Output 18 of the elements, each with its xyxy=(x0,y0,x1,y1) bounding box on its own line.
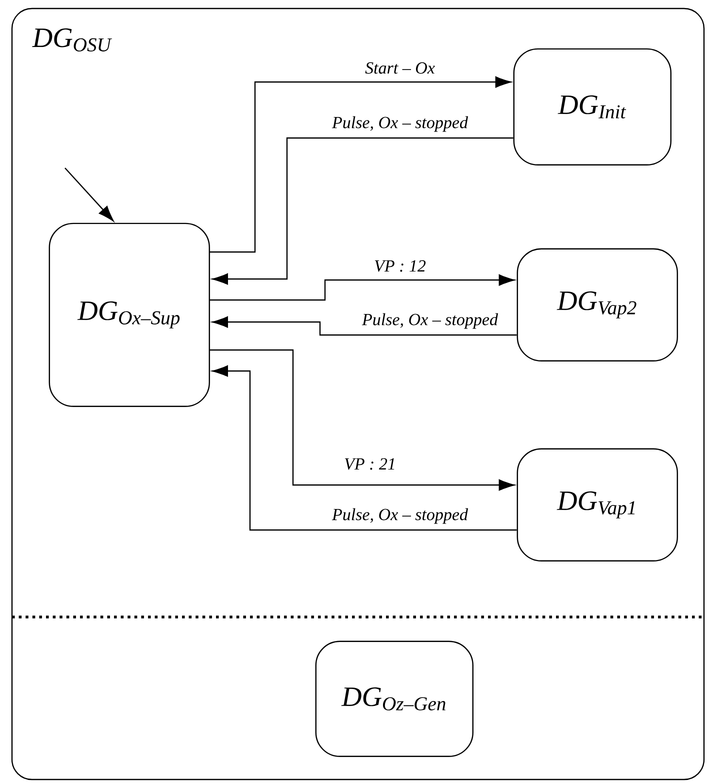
arrow xyxy=(210,274,515,301)
edge-label: Start – Ox xyxy=(363,60,437,76)
arrow xyxy=(210,76,512,253)
state-box: DG$_{Vap1}$ xyxy=(516,448,678,562)
edge-label: Pulse, Ox – stopped xyxy=(330,114,470,134)
arrow xyxy=(212,316,517,336)
edge-label: VP : 12 xyxy=(372,258,428,274)
state-box: DG$_{Vap2}$ xyxy=(516,248,678,362)
edge-label: Pulse, Ox – stopped xyxy=(330,506,470,526)
edge-label: Pulse, Ox – stopped xyxy=(360,311,500,331)
arrow xyxy=(212,137,514,285)
state-box: DG$_{Init}$ xyxy=(513,48,672,166)
arrow xyxy=(210,349,515,491)
edge-label: VP : 21 xyxy=(342,456,398,472)
arrow xyxy=(212,365,517,531)
state-box: DG$_{Oz–Gen}$ xyxy=(315,640,474,757)
arrow xyxy=(64,168,114,222)
state-box: DG$_{Ox–Sup}$ xyxy=(48,222,210,407)
